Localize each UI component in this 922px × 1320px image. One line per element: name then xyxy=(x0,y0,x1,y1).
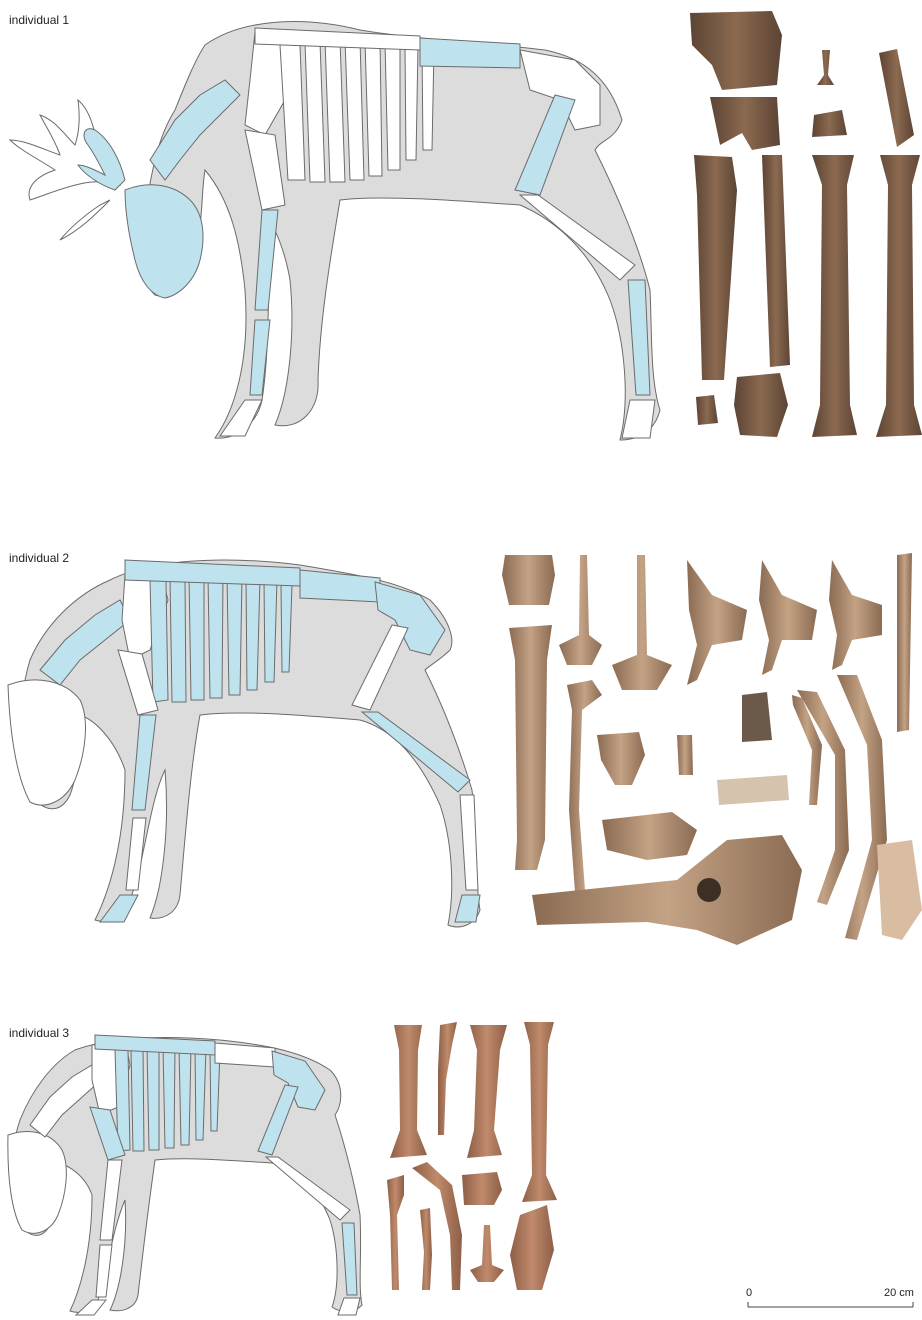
bone-atlas xyxy=(502,555,555,605)
individual-2-bone-photos xyxy=(497,550,922,960)
individual-1-bone-photos xyxy=(682,5,922,450)
bone-metatarsal-2 xyxy=(876,155,922,437)
bone-lumbar-1 xyxy=(687,560,747,685)
bone-rib-curved-1 xyxy=(567,680,602,892)
bone-cervical-small xyxy=(597,732,645,785)
individual-3-bone-photos xyxy=(382,1020,562,1320)
bone-sternebra xyxy=(717,775,789,805)
scale-bar xyxy=(746,1297,916,1317)
bone-metatarsal-1 xyxy=(812,155,857,437)
bone-phalanx xyxy=(696,395,718,425)
bone-tarsal xyxy=(734,373,788,437)
bone-vertebra-fragment xyxy=(690,11,782,90)
individual-2-skeleton-diagram xyxy=(0,540,480,940)
bone-spine-small xyxy=(817,50,834,85)
individual-2-panel: individual 2 xyxy=(0,540,922,960)
lumbar-vertebrae xyxy=(300,570,380,602)
bone-calcaneus xyxy=(462,1172,502,1205)
skull xyxy=(8,1131,66,1233)
scale-bar-end-label: 20 cm xyxy=(884,1287,914,1299)
individual-3-panel: individual 3 xyxy=(0,1015,922,1319)
bone-long-fragment-1 xyxy=(694,155,737,380)
individual-1-panel: individual 1 xyxy=(0,0,922,450)
bone-sacrum xyxy=(602,812,697,860)
skull xyxy=(125,185,203,298)
bone-tibia xyxy=(467,1025,507,1158)
bone-rib-vertical xyxy=(897,553,912,732)
bone-long-fragment-2 xyxy=(762,155,790,367)
bone-vertebra-body xyxy=(710,97,780,150)
bone-rib-2 xyxy=(412,1162,462,1290)
bone-small-fragment xyxy=(812,110,847,137)
bone-scapula-fragment xyxy=(877,840,922,940)
skull xyxy=(8,680,85,805)
bone-ulna xyxy=(438,1022,457,1135)
bone-lumbar-3 xyxy=(829,560,882,670)
bone-phalanx xyxy=(677,735,693,775)
bone-astragalus xyxy=(510,1205,554,1290)
bone-vertebra-small xyxy=(470,1225,504,1282)
scale-bar-start-label: 0 xyxy=(746,1287,752,1299)
bone-rib-3 xyxy=(420,1208,432,1290)
lumbar-vertebrae xyxy=(420,38,520,68)
bone-rib-fragment xyxy=(879,49,914,147)
bone-metatarsal xyxy=(522,1022,557,1202)
individual-1-skeleton-diagram xyxy=(0,0,660,450)
bone-vertebra-2 xyxy=(612,555,672,690)
individual-3-skeleton-diagram xyxy=(0,1015,370,1315)
bone-rib-1 xyxy=(387,1175,404,1290)
bone-radius xyxy=(390,1025,427,1158)
bone-pelvis-foramen xyxy=(697,878,721,902)
bone-lumbar-2 xyxy=(759,560,817,675)
bone-humerus xyxy=(509,625,552,870)
antler-tine xyxy=(60,200,110,240)
bone-vertebra-1 xyxy=(559,555,602,665)
bone-tarsal-dark xyxy=(742,692,772,742)
